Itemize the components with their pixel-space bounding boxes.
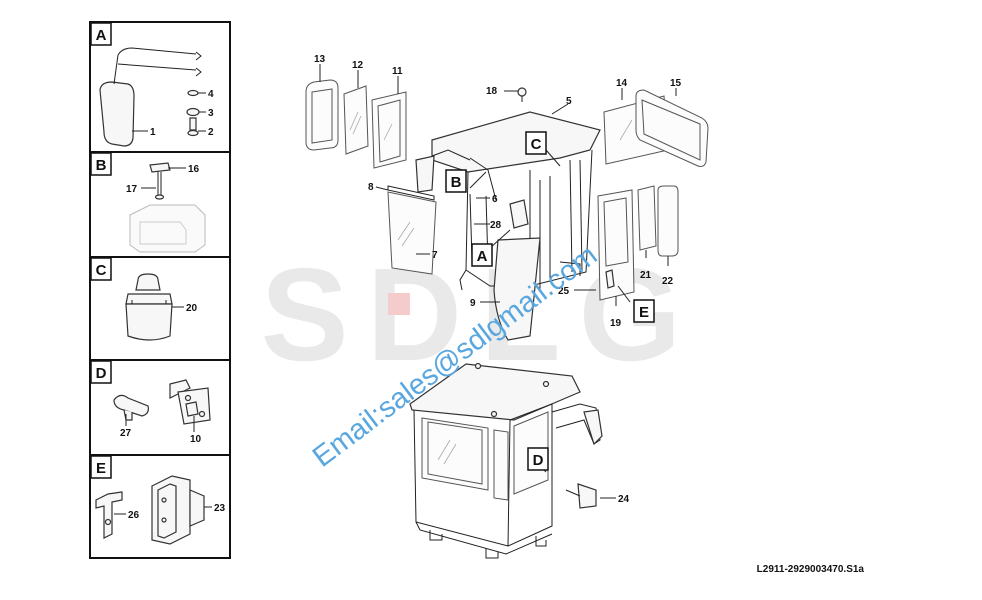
label-1: 1 [150, 127, 156, 138]
panel-b-letter: B [96, 157, 107, 174]
panel-e: E 26 23 [90, 455, 226, 545]
label-22: 22 [662, 276, 674, 287]
label-27: 27 [120, 428, 132, 439]
callout-d: D [527, 447, 549, 471]
label-23: 23 [214, 503, 226, 514]
sdlg-brand-accent [388, 293, 410, 315]
label-6: 6 [492, 194, 498, 205]
panel-b: B 16 17 [90, 152, 206, 253]
assembled-cab: 24 D [409, 362, 630, 559]
label-3: 3 [208, 108, 214, 119]
panel-a: A 4 3 1 2 [90, 22, 214, 147]
label-15: 15 [670, 78, 682, 89]
label-28: 28 [490, 220, 502, 231]
label-11: 11 [392, 66, 403, 77]
svg-text:D: D [533, 452, 544, 469]
label-24: 24 [618, 494, 630, 505]
panel-a-letter: A [96, 27, 107, 44]
label-21: 21 [640, 270, 652, 281]
label-8: 8 [368, 182, 374, 193]
panel-d: D 27 10 [90, 360, 211, 445]
callout-e: E [633, 299, 655, 323]
label-5: 5 [566, 96, 572, 107]
panel-e-letter: E [96, 460, 106, 477]
label-9: 9 [470, 298, 476, 309]
label-17: 17 [126, 184, 138, 195]
label-13: 13 [314, 54, 326, 65]
label-14: 14 [616, 78, 628, 89]
label-19: 19 [610, 318, 622, 329]
panel-c-letter: C [96, 262, 107, 279]
label-18: 18 [486, 86, 498, 97]
svg-text:E: E [639, 304, 649, 321]
drawing-reference: L2911-2929003470.S1a [757, 564, 865, 575]
callout-c: C [525, 131, 547, 155]
panel-d-letter: D [96, 365, 107, 382]
label-2: 2 [208, 127, 214, 138]
svg-text:A: A [477, 248, 488, 265]
label-25: 25 [558, 286, 570, 297]
detail-panels: A 4 3 1 2 B [89, 21, 231, 559]
label-4: 4 [208, 89, 214, 100]
label-12: 12 [352, 60, 364, 71]
label-16: 16 [188, 164, 200, 175]
svg-text:B: B [451, 174, 462, 191]
label-26: 26 [128, 510, 140, 521]
callout-a: A [471, 243, 493, 267]
label-20: 20 [186, 303, 198, 314]
panel-c: C 20 [90, 257, 198, 341]
svg-text:C: C [531, 136, 542, 153]
label-7: 7 [432, 250, 438, 261]
exploded-cab: 13 12 11 18 5 14 15 8 6 28 7 9 21 22 25 … [305, 54, 709, 341]
label-10: 10 [190, 434, 202, 445]
callout-b: B [445, 169, 467, 193]
